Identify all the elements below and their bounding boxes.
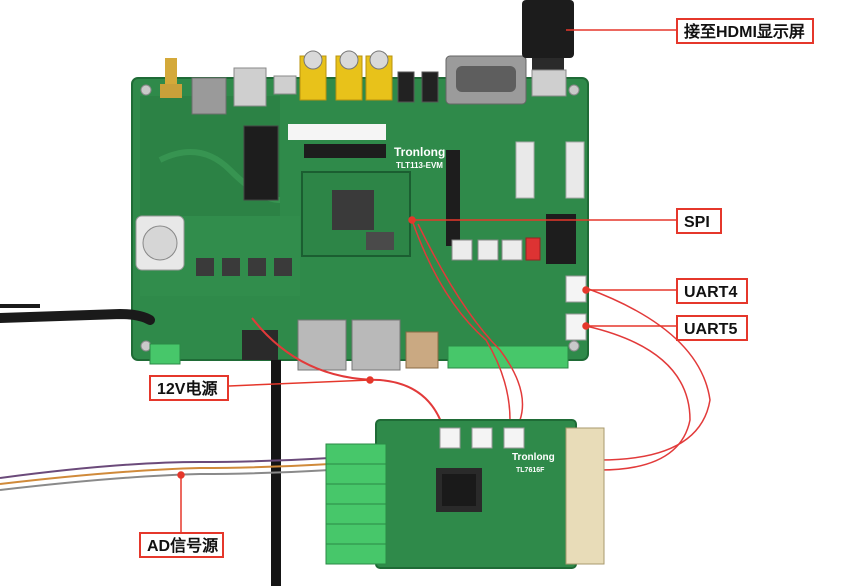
red-wire: [251, 317, 445, 431]
usb-port: [405, 331, 439, 369]
usb-port: [233, 67, 267, 107]
terminal-block: [149, 343, 569, 369]
edge-connector: [565, 427, 605, 565]
ad-signal-wire: [0, 469, 331, 491]
pin-header: [304, 144, 386, 158]
callout-ad-signal: AD信号源: [139, 532, 224, 558]
hdmi-cable: [522, 0, 574, 97]
db9-connector: [445, 55, 527, 105]
red-wire: [411, 219, 511, 421]
callout-hdmi: 接至HDMI显示屏: [676, 18, 814, 44]
push-buttons: [451, 237, 541, 261]
fpc-connector: [565, 141, 585, 199]
fpc-connector: [515, 141, 535, 199]
ethernet-jack: [297, 319, 347, 371]
ad-module-board: [375, 419, 577, 569]
leader-lines: [177, 29, 676, 532]
audio-jack: [421, 71, 439, 103]
antenna-connector: [160, 58, 182, 98]
ethernet-jack: [351, 319, 401, 371]
ad-signal-wire: [0, 457, 331, 479]
red-wire: [417, 223, 524, 421]
audio-jack: [397, 71, 415, 103]
minipcie-slot: [243, 125, 279, 201]
red-wire: [585, 287, 711, 461]
dc-power-jack: [242, 330, 278, 360]
pin-header: [446, 150, 460, 246]
board-brand: Tronlong: [394, 145, 445, 159]
ad-terminal-blocks: [325, 443, 387, 565]
power-cable: [0, 308, 155, 325]
red-wire: [585, 325, 691, 471]
sim-slot: [191, 77, 227, 115]
rca-jacks: [299, 50, 393, 101]
ad-signal-wire: [0, 463, 331, 485]
module-model: TL7616F: [516, 467, 545, 474]
pin-header: [546, 214, 576, 264]
callout-uart4: UART4: [676, 278, 748, 304]
callout-spi: SPI: [676, 208, 722, 234]
callout-12v-power: 12V电源: [149, 375, 229, 401]
board-sticker: [288, 124, 386, 140]
power-inductors: [196, 258, 292, 276]
core-module: [301, 171, 411, 257]
usb-port-small: [273, 75, 297, 95]
battery-holder: [135, 215, 185, 271]
board-model: TLT113-EVM: [396, 161, 443, 170]
callout-uart5: UART5: [676, 315, 748, 341]
module-brand: Tronlong: [512, 452, 555, 463]
